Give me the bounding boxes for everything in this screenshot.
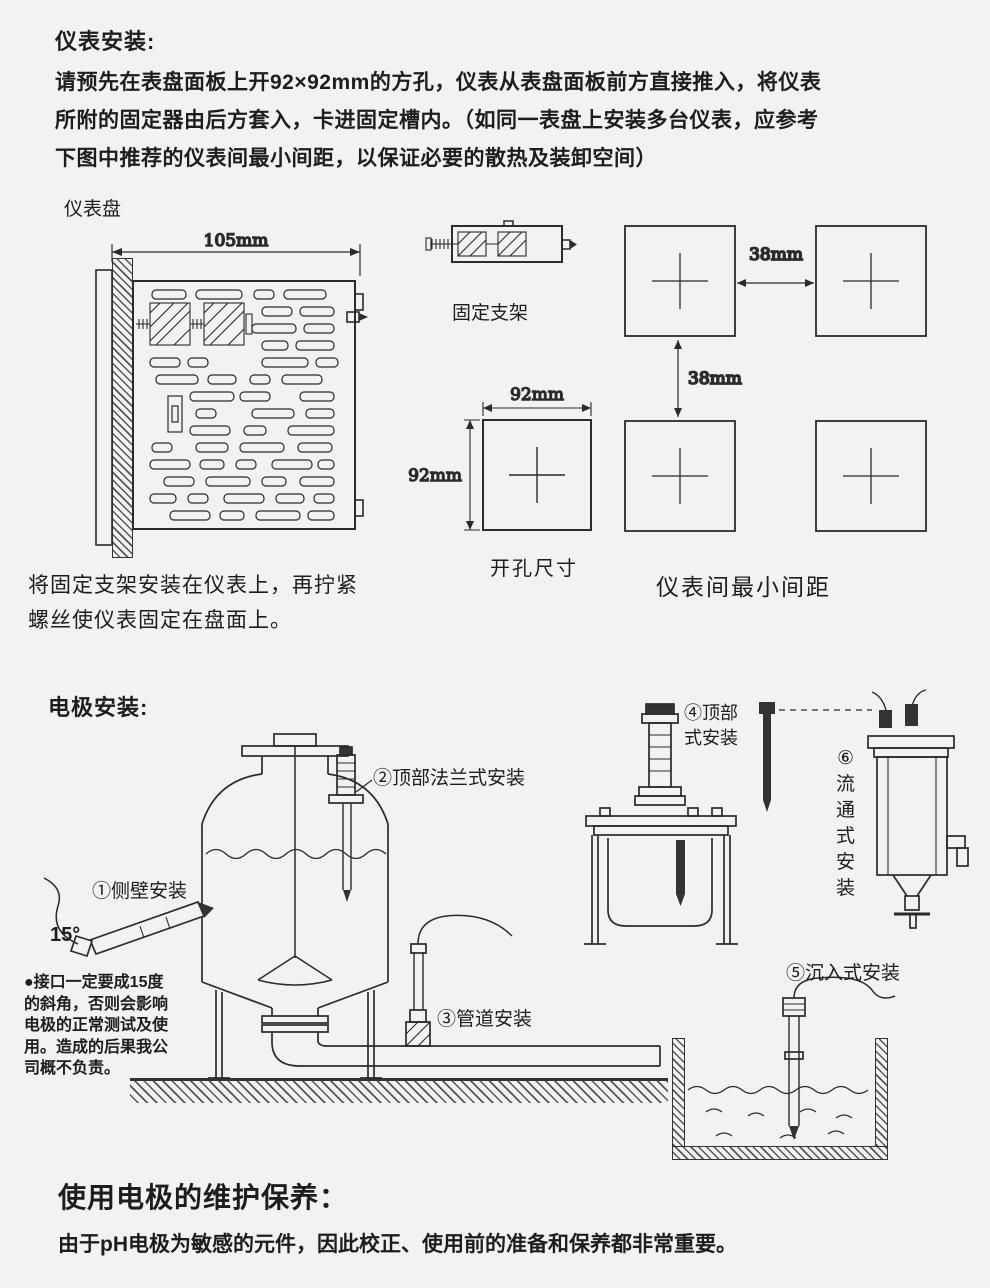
maintenance-heading: 使用电极的维护保养： bbox=[58, 1182, 349, 1213]
meter-install-paragraph: 请预先在表盘面板上开92×92mm的方孔，仪表从表盘面板前方直接推入，将仪表 所… bbox=[55, 64, 955, 178]
spacing-diagram: 38mm 38mm bbox=[624, 225, 927, 532]
electrode-diagram bbox=[43, 689, 969, 1140]
hole-size-diagram: 92mm 92mm bbox=[407, 384, 592, 531]
label-top-mount-install-line2: 式安装 bbox=[684, 728, 738, 748]
spacing-caption: 仪表间最小间距 bbox=[656, 574, 831, 600]
electrode-cable bbox=[43, 877, 79, 945]
flow-label-char: ⑥ bbox=[836, 748, 855, 769]
flow-cell bbox=[867, 689, 969, 929]
gap-h-dimension bbox=[737, 279, 814, 287]
pit-bottom-hatch bbox=[672, 1146, 888, 1160]
paragraph-line: 所附的固定器由后方套入，卡进固定槽内。（如同一表盘上安装多台仪表，应参考 bbox=[55, 109, 819, 132]
electrode-cable bbox=[793, 976, 896, 999]
note-line: 螺丝使仪表固定在盘面上。 bbox=[28, 609, 292, 632]
panel-crosses bbox=[652, 253, 899, 504]
note-line: 将固定支架安装在仪表上，再拧紧 bbox=[28, 574, 358, 597]
label-pipe-install: ③管道安装 bbox=[437, 1009, 533, 1030]
label-angle-15: 15° bbox=[50, 924, 81, 946]
paragraph-line: 请预先在表盘面板上开92×92mm的方孔，仪表从表盘面板前方直接推入，将仪表 bbox=[55, 71, 822, 94]
flow-label-char: 式 bbox=[836, 826, 856, 847]
interface-warning-note: ●接口一定要成15度 的斜角，否则会影响 电极的正常测试及使 用。造成的后果我公… bbox=[24, 972, 194, 1080]
meter-bracket-screws bbox=[136, 302, 253, 346]
width-dimension bbox=[111, 244, 361, 276]
tank-legs bbox=[208, 990, 382, 1079]
pit-water bbox=[687, 1085, 869, 1139]
meter-body bbox=[132, 280, 368, 530]
hole-width-label: 92mm bbox=[510, 385, 564, 405]
warning-line: 的斜角，否则会影响 bbox=[24, 995, 169, 1013]
stirrer bbox=[257, 746, 333, 986]
hole-height-dimension bbox=[464, 419, 480, 531]
flow-label-char: 装 bbox=[836, 878, 856, 899]
top-mount-assembly bbox=[584, 703, 738, 945]
label-top-mount-install-line1: ④顶部 bbox=[684, 703, 738, 723]
assembly-legs bbox=[584, 835, 738, 945]
flow-label-char: 安 bbox=[836, 852, 856, 873]
meter-vent-slots bbox=[149, 289, 339, 521]
label-submersion-install: ⑤沉入式安装 bbox=[786, 963, 901, 984]
gap-h-label: 38mm bbox=[749, 245, 803, 265]
pipe-mount-electrode bbox=[405, 914, 513, 1047]
bracket-note: 将固定支架安装在仪表上，再拧紧 螺丝使仪表固定在盘面上。 bbox=[28, 568, 358, 638]
meter-bezel bbox=[95, 269, 113, 546]
loose-electrode bbox=[759, 702, 872, 812]
hole-height-label: 92mm bbox=[408, 466, 462, 486]
ground-hatch bbox=[130, 1078, 668, 1103]
warning-line: ●接口一定要成15度 bbox=[24, 974, 164, 991]
label-flow-through-install: ⑥ 流 通 式 安 装 bbox=[836, 746, 855, 902]
label-side-wall-install: ①侧壁安装 bbox=[92, 881, 188, 902]
electrode-install-heading: 电极安装: bbox=[48, 695, 149, 720]
bracket-screw-blocks bbox=[425, 231, 527, 257]
gap-v-label: 38mm bbox=[688, 369, 742, 389]
liquid-level-wave bbox=[205, 848, 387, 860]
meter-install-heading: 仪表安装: bbox=[55, 29, 156, 54]
warning-line: 电极的正常测试及使 bbox=[24, 1017, 169, 1034]
gap-v-dimension bbox=[674, 340, 682, 417]
paragraph-line: 下图中推荐的仪表间最小间距，以保证必要的散热及装卸空间） bbox=[55, 147, 657, 170]
width-dim-label: 105mm bbox=[204, 231, 269, 251]
assembly-vessel bbox=[607, 838, 713, 927]
hole-caption: 开孔尺寸 bbox=[490, 558, 578, 580]
warning-line: 司概不负责。 bbox=[24, 1060, 121, 1077]
electrode-cable bbox=[417, 914, 513, 945]
label-top-flange-install: ②顶部法兰式安装 bbox=[373, 768, 526, 789]
side-wall-electrode bbox=[43, 877, 214, 958]
hole-width-dimension bbox=[482, 402, 592, 416]
flow-label-char: 通 bbox=[836, 800, 856, 821]
reaction-tank bbox=[201, 733, 389, 1079]
submersion-electrode bbox=[782, 976, 896, 1140]
drain-pipe bbox=[261, 1008, 661, 1067]
bracket-label: 固定支架 bbox=[452, 303, 529, 324]
meter-side-view-diagram: 105mm bbox=[95, 230, 368, 546]
flow-label-char: 流 bbox=[836, 774, 856, 795]
panel-label: 仪表盘 bbox=[64, 199, 122, 220]
maintenance-body: 由于pH电极为敏感的元件，因此校正、使用前的准备和保养都非常重要。 bbox=[58, 1233, 737, 1256]
top-flange-electrode bbox=[328, 746, 373, 902]
warning-line: 用。造成的后果我公 bbox=[24, 1038, 169, 1056]
bracket-diagram bbox=[425, 220, 577, 263]
